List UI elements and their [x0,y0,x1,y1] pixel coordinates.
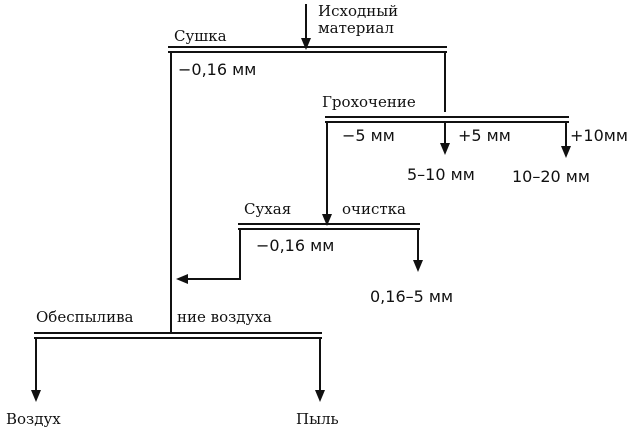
screening-minus5-arrowhead [322,214,332,226]
input-arrowhead [301,38,311,50]
dedusting-bar [34,332,322,339]
dust-arrowhead [315,390,325,402]
dry-cleaning-fines-arrowhead [176,274,188,284]
screening-plus10-label: +10мм [570,126,628,145]
screening-plus5-arrowhead [440,143,450,155]
dry-cleaning-bar [238,223,420,230]
screening-minus5-label: −5 мм [342,126,395,145]
dry-cleaning-product-label: 0,16–5 мм [370,287,454,306]
product-10-20-label: 10–20 мм [512,167,590,186]
dry-cleaning-label-part1: Сухая [244,200,292,218]
dust-label: Пыль [296,410,339,428]
dedusting-label-part1: Обеспылива [36,308,134,326]
screening-plus5-label: +5 мм [458,126,511,145]
air-arrowhead [31,390,41,402]
input-label-line2: материал [318,19,394,37]
screening-bar [325,116,569,123]
dedusting-label-part2: ние воздуха [177,308,272,326]
product-5-10-label: 5–10 мм [407,165,475,184]
screening-label: Грохочение [322,93,416,111]
dry-cleaning-product-arrowhead [413,260,423,272]
input-label-line1: Исходный [318,2,399,20]
dry-cleaning-fines-line [186,229,241,280]
drying-label: Сушка [174,27,227,45]
dry-cleaning-fines-label: −0,16 мм [256,236,335,255]
drying-bar [168,46,447,53]
air-label: Воздух [6,410,61,428]
dry-cleaning-label-part2: очистка [342,200,406,218]
screening-plus10-arrowhead [561,146,571,158]
drying-fines-label: −0,16 мм [178,60,257,79]
